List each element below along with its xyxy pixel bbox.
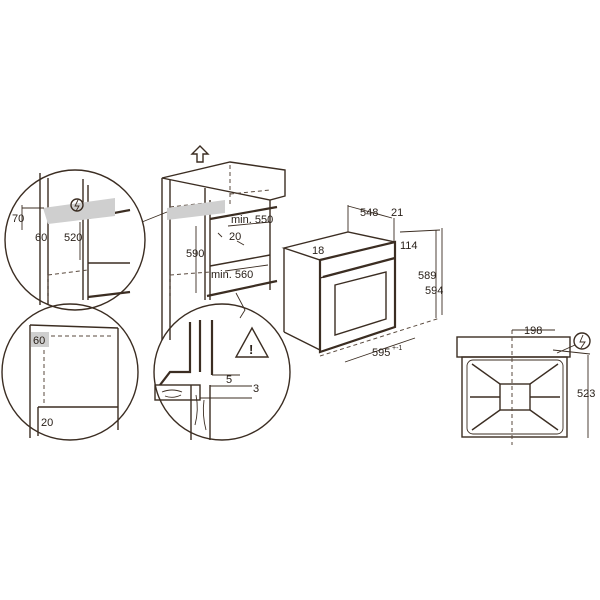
label-60-side: 60: [33, 335, 45, 347]
detail-socket-position: 70 60 520: [4, 169, 146, 311]
top-view-drawing: 198 523: [456, 325, 595, 445]
label-548: 548: [360, 207, 378, 219]
cabinet-drawing: 590 min. 550 20 min. 560: [141, 145, 286, 340]
label-5: 5: [226, 374, 232, 386]
label-70: 70: [12, 213, 24, 225]
label-114: 114: [400, 240, 418, 252]
label-18: 18: [312, 245, 324, 257]
oven-drawing: 548 21 18 114 589 594 595 +-1: [281, 205, 443, 363]
socket-zone-highlight: [167, 200, 225, 220]
label-20-cabinet: 20: [229, 231, 241, 243]
detail-ventilation-gap: ! 5 3: [153, 303, 291, 441]
warning-triangle-icon: !: [234, 326, 270, 358]
power-socket-icon: [70, 198, 84, 212]
label-60-top: 60: [35, 232, 47, 244]
detail-side-clearance: 60 20: [1, 303, 139, 441]
label-523: 523: [577, 388, 595, 400]
label-21: 21: [391, 207, 403, 219]
label-589: 589: [418, 270, 436, 282]
label-min-550: min. 550: [231, 214, 273, 226]
up-arrow-icon: [190, 145, 210, 163]
label-595: 595: [372, 347, 390, 359]
power-socket-icon: [573, 332, 591, 350]
label-198: 198: [524, 325, 542, 337]
label-594: 594: [425, 285, 443, 297]
label-590: 590: [186, 248, 204, 260]
label-520: 520: [64, 232, 82, 244]
label-min-560: min. 560: [211, 269, 253, 281]
warning-mark: !: [249, 342, 253, 357]
label-20-side: 20: [41, 417, 53, 429]
label-595-tolerance: +-1: [392, 345, 402, 352]
label-3: 3: [253, 383, 259, 395]
